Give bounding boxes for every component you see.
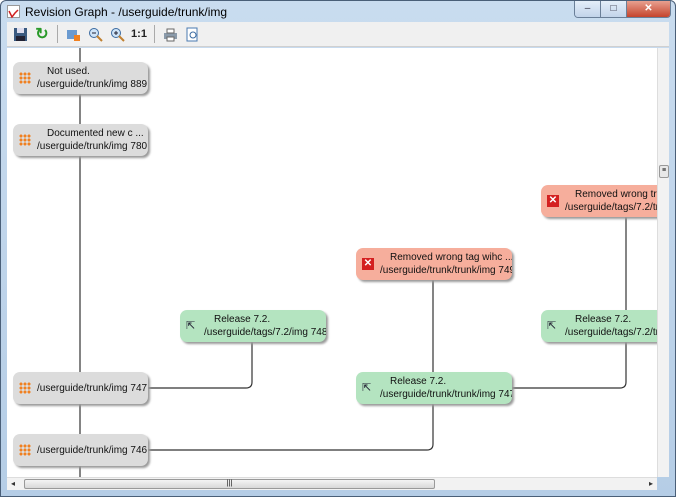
maximize-button[interactable]: □ [601,1,627,17]
vertical-scrollbar[interactable]: ≡ [657,48,669,477]
node-path-revision: /userguide/trunk/trunk/img 747 [380,389,512,400]
revision-node[interactable]: /userguide/trunk/img 746 [13,434,148,466]
modified-icon [19,134,31,146]
print-icon[interactable] [161,25,179,43]
unify-icon[interactable] [64,25,82,43]
node-path-revision: /userguide/trunk/img 889 [37,79,148,90]
horizontal-scrollbar[interactable]: ◂ ||| ▸ [7,477,657,490]
print-preview-icon[interactable] [183,25,201,43]
node-message: Release 7.2. [575,314,632,325]
tag-icon: ⇱ [362,382,372,394]
tag-icon: ⇱ [186,320,196,332]
toolbar-separator [154,25,155,43]
revision-node[interactable]: ⇱ Release 7.2. /userguide/trunk/trunk/img … [356,372,512,404]
node-path-revision: /userguide/tags/7.2/trunk [565,202,657,213]
node-path-revision: /userguide/trunk/img 747 [37,383,148,394]
node-message: Not used. [47,66,90,77]
node-message: Removed wrong trunk [575,189,657,200]
title-bar[interactable]: Revision Graph - /userguide/trunk/img – … [1,1,675,22]
node-message: Removed wrong tag wihc ... [390,252,512,263]
node-path-revision: /userguide/trunk/img 746 [37,445,148,456]
close-button[interactable]: ✕ [627,1,670,17]
save-icon[interactable] [11,25,29,43]
toolbar-separator [57,25,58,43]
revision-node[interactable]: /userguide/trunk/img 747 [13,372,148,404]
branch-line [512,342,627,389]
horizontal-scroll-thumb[interactable]: ||| [24,479,435,489]
zoom-original-button[interactable]: 1:1 [131,28,147,40]
node-path-revision: /userguide/trunk/img 780 [37,141,148,152]
scroll-left-arrow[interactable]: ◂ [11,479,16,488]
branch-line [148,342,253,389]
deleted-icon: ✕ [547,195,559,207]
window-title: Revision Graph - /userguide/trunk/img [25,5,228,19]
modified-icon [19,444,31,456]
refresh-icon[interactable]: ↻ [35,26,49,43]
zoom-in-icon[interactable] [108,25,126,43]
vertical-scroll-thumb[interactable]: ≡ [659,165,669,178]
revision-node[interactable]: ✕ Removed wrong trunk/userguide/tags/7.2/… [541,185,657,217]
node-path-revision: /userguide/trunk/trunk/img 749 [380,265,512,276]
revision-node[interactable]: ⇱ Release 7.2. /userguide/tags/7.2/img 748 [180,310,326,342]
node-message: Release 7.2. [390,376,447,387]
node-message: Release 7.2. [214,314,271,325]
revision-node[interactable]: Documented new c ... /userguide/trunk/img… [13,124,148,156]
zoom-out-icon[interactable] [86,25,104,43]
node-message: Documented new c ... [47,128,144,139]
graph-connections [79,48,627,477]
app-icon [7,5,20,19]
revision-node[interactable]: ⇱ Release 7.2. /userguide/tags/7.2/trunk [541,310,657,342]
toolbar: ↻ 1:1 [7,22,669,47]
node-path-revision: /userguide/tags/7.2/trunk [565,327,657,338]
minimize-button[interactable]: – [575,1,601,17]
scroll-right-arrow[interactable]: ▸ [648,479,653,488]
modified-icon [19,72,31,84]
revision-node[interactable]: ✕ Removed wrong tag wihc ... /userguide/tr… [356,248,512,280]
modified-icon [19,382,31,394]
branch-line [148,404,434,451]
revision-node[interactable]: Not used. /userguide/trunk/img 889 [13,62,148,94]
deleted-icon: ✕ [362,258,374,270]
node-path-revision: /userguide/tags/7.2/img 748 [204,327,326,338]
tag-icon: ⇱ [547,320,557,332]
